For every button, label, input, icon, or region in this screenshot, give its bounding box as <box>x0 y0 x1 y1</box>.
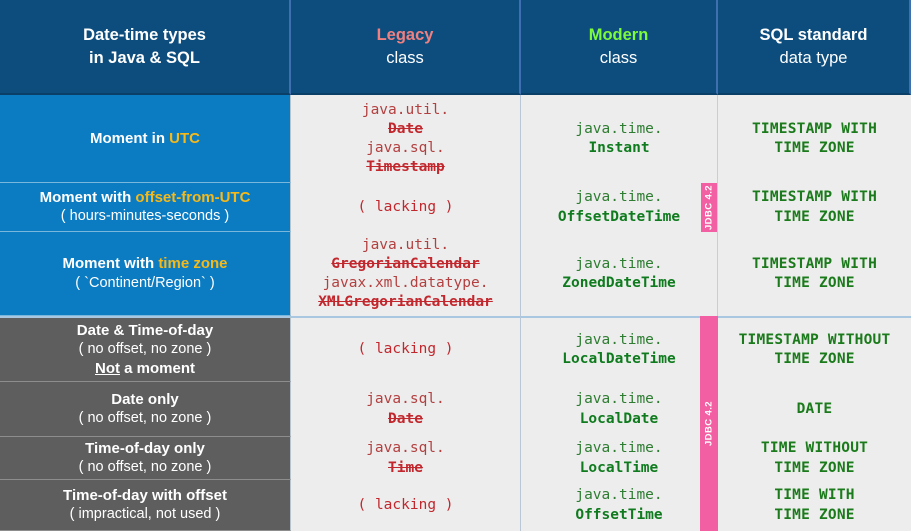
header-sql-sublabel: data type <box>779 48 848 67</box>
header-modern-label: Modern <box>588 26 649 45</box>
row-sql-moment-with-time-zone: TIMESTAMP WITH TIME ZONE <box>718 232 911 316</box>
header-legacy-sublabel: class <box>386 48 424 67</box>
modern-class: LocalDateTime <box>562 351 676 367</box>
row-sql-time-of-day-with-offset: TIME WITH TIME ZONE <box>718 480 911 531</box>
header-legacy-label: Legacy <box>376 26 434 45</box>
row-legacy-time-of-day-with-offset: ( lacking ) <box>291 480 521 531</box>
header-cell-modern: Modern class <box>521 0 718 95</box>
row-label-line2: ( `Continent/Region` ) <box>75 274 215 291</box>
modern-class: ZonedDateTime <box>562 275 676 291</box>
sql-type-line1: TIMESTAMP WITH <box>751 255 878 272</box>
legacy-package: java.sql. <box>366 440 445 457</box>
row-label-line1: Date only <box>111 390 179 408</box>
row-label-line1: Moment with time zone <box>62 255 228 273</box>
legacy-class: GregorianCalendar <box>331 255 480 272</box>
sql-type-line2: TIME ZONE <box>774 208 855 225</box>
row-legacy-moment-with-offset: ( lacking ) <box>291 183 521 232</box>
row-modern-moment-with-time-zone: java.time. ZonedDateTime <box>521 232 718 316</box>
legacy-package: java.sql. <box>366 140 445 156</box>
modern-package: java.time. <box>575 189 663 206</box>
sql-type-line1: TIMESTAMP WITH <box>751 189 878 206</box>
legacy-package: java.util. <box>361 236 450 253</box>
row-label-time-of-day-only: Time-of-day only ( no offset, no zone ) <box>0 437 291 480</box>
modern-class: OffsetTime <box>575 506 663 523</box>
modern-package: java.time. <box>575 440 663 457</box>
row-legacy-moment-with-time-zone: java.util. GregorianCalendar javax.xml.d… <box>291 232 521 316</box>
sql-type-line2: TIME ZONE <box>774 459 855 476</box>
sql-type-line2: TIME ZONE <box>774 275 855 291</box>
header-cell-datetime-types: Date-time types in Java & SQL <box>0 0 291 95</box>
row-label-time-of-day-with-offset: Time-of-day with offset ( impractical, n… <box>0 480 291 531</box>
legacy-lacking: ( lacking ) <box>357 496 454 513</box>
row-sql-time-of-day-only: TIME WITHOUT TIME ZONE <box>718 437 911 480</box>
legacy-class: Timestamp <box>366 159 445 176</box>
row-legacy-date-only: java.sql. Date <box>291 382 521 437</box>
modern-package: java.time. <box>575 331 663 348</box>
row-modern-time-of-day-only: java.time. LocalTime <box>521 437 718 480</box>
sql-type-line1: TIME WITH <box>774 487 855 504</box>
legacy-lacking: ( lacking ) <box>357 341 454 358</box>
row-legacy-moment-in-utc: java.util. Date java.sql. Timestamp <box>291 95 521 183</box>
sql-type-line1: DATE <box>796 400 833 417</box>
row-label-moment-with-offset: Moment with offset-from-UTC ( hours-minu… <box>0 183 291 232</box>
row-modern-moment-in-utc: java.time. Instant <box>521 95 718 183</box>
legacy-class: Date <box>388 410 423 427</box>
sql-type-line2: TIME ZONE <box>774 351 855 367</box>
row-label-date-only: Date only ( no offset, no zone ) <box>0 382 291 437</box>
row-sql-date-and-time-of-day: TIMESTAMP WITHOUT TIME ZONE <box>718 316 911 382</box>
jdbc-badge-not-a-moment: JDBC 4.2 <box>700 316 718 531</box>
row-label-line1: Time-of-day with offset <box>63 486 227 504</box>
legacy-package: javax.xml.datatype. <box>322 275 489 291</box>
row-label-line2: ( no offset, no zone ) <box>78 341 212 358</box>
row-label-line1: Moment with offset-from-UTC <box>39 188 251 206</box>
header-sql-label: SQL standard <box>759 26 868 45</box>
row-modern-moment-with-offset: java.time. OffsetDateTime <box>521 183 718 232</box>
modern-package: java.time. <box>575 120 663 137</box>
header-cell-legacy: Legacy class <box>291 0 521 95</box>
row-label-line1: Time-of-day only <box>85 439 205 457</box>
modern-class: OffsetDateTime <box>557 208 681 225</box>
row-label-line2: ( no offset, no zone ) <box>78 459 212 476</box>
modern-class: LocalDate <box>579 410 659 427</box>
row-label-line2: ( impractical, not used ) <box>69 506 221 523</box>
modern-class: Instant <box>588 140 650 156</box>
legacy-class: Time <box>388 459 423 476</box>
sql-type-line2: TIME ZONE <box>774 506 855 523</box>
row-modern-time-of-day-with-offset: java.time. OffsetTime <box>521 480 718 531</box>
row-modern-date-only: java.time. LocalDate <box>521 382 718 437</box>
row-sql-date-only: DATE <box>718 382 911 437</box>
sql-type-line2: TIME ZONE <box>774 140 855 156</box>
row-label-line1: Date & Time-of-day <box>76 321 214 339</box>
row-label-line3: Not a moment <box>94 359 195 377</box>
row-label-line2: ( no offset, no zone ) <box>78 410 212 427</box>
header-title-line2: in Java & SQL <box>89 48 200 67</box>
row-sql-moment-with-offset: TIMESTAMP WITH TIME ZONE <box>718 183 911 232</box>
modern-class: LocalTime <box>579 459 659 476</box>
row-modern-date-and-time-of-day: java.time. LocalDateTime <box>521 316 718 382</box>
row-legacy-date-and-time-of-day: ( lacking ) <box>291 316 521 382</box>
row-label-moment-with-time-zone: Moment with time zone ( `Continent/Regio… <box>0 232 291 316</box>
sql-type-line1: TIME WITHOUT <box>760 440 869 457</box>
header-modern-sublabel: class <box>599 48 638 67</box>
legacy-package: java.util. <box>361 101 450 118</box>
jdbc-badge-moment-offset: JDBC 4.2 <box>701 183 717 232</box>
legacy-class: Date <box>388 120 423 137</box>
legacy-class: XMLGregorianCalendar <box>318 294 493 311</box>
header-title-line1: Date-time types <box>83 26 206 45</box>
modern-package: java.time. <box>575 391 663 408</box>
row-label-date-and-time-of-day: Date & Time-of-day ( no offset, no zone … <box>0 316 291 382</box>
row-label-moment-in-utc: Moment in UTC <box>0 95 291 183</box>
row-label-line2: ( hours-minutes-seconds ) <box>60 208 230 225</box>
legacy-package: java.sql. <box>366 391 445 408</box>
modern-package: java.time. <box>575 487 663 504</box>
row-legacy-time-of-day-only: java.sql. Time <box>291 437 521 480</box>
row-label-line1: Moment in UTC <box>90 129 200 147</box>
modern-package: java.time. <box>575 255 663 272</box>
legacy-lacking: ( lacking ) <box>357 198 454 215</box>
row-sql-moment-in-utc: TIMESTAMP WITH TIME ZONE <box>718 95 911 183</box>
header-cell-sql-standard: SQL standard data type <box>718 0 911 95</box>
sql-type-line1: TIMESTAMP WITHOUT <box>738 331 891 348</box>
sql-type-line1: TIMESTAMP WITH <box>751 120 878 137</box>
